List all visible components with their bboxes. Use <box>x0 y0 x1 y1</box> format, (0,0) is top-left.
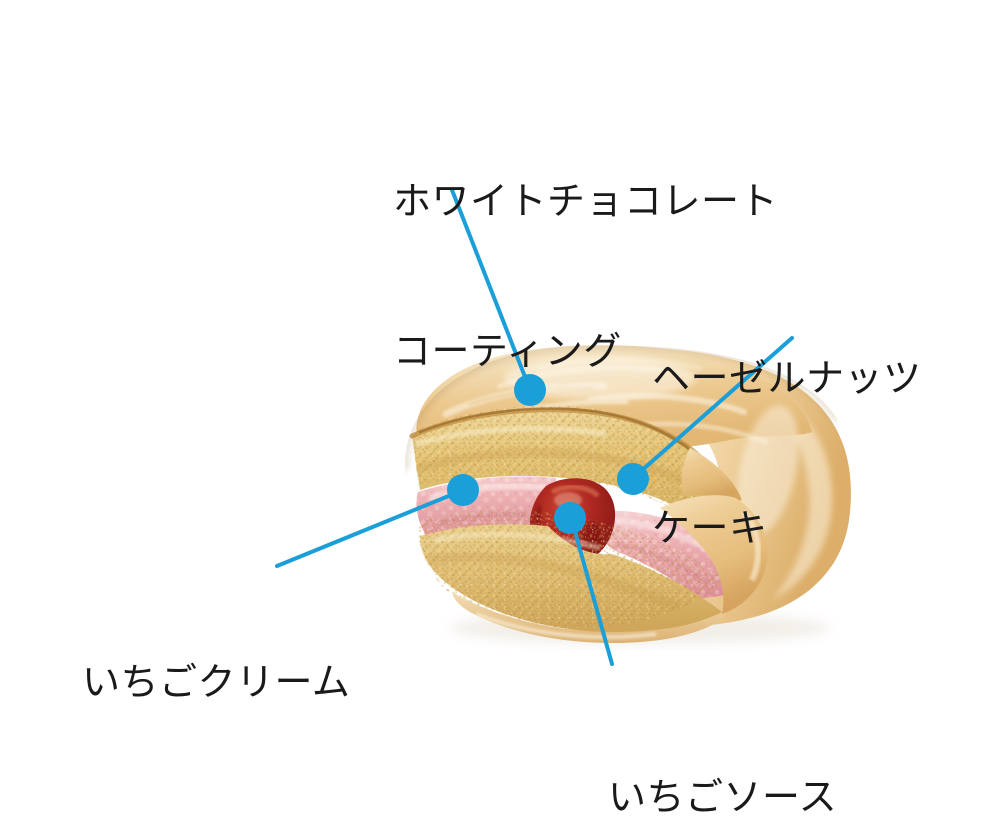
hotspot-strawberry-cream[interactable] <box>448 475 478 505</box>
leader-line-hazelnut-cake <box>638 336 794 474</box>
leader-line-white-chocolate-coating <box>450 188 529 384</box>
product-edge-shading <box>404 345 842 471</box>
callout-label-line-2: コーティング <box>393 329 622 373</box>
callout-label-line-1: いちごソース <box>608 775 838 819</box>
cake-layer-bottom <box>418 509 728 644</box>
callout-label-line-1: ホワイトチョコレート <box>393 179 779 223</box>
callout-label-white-chocolate-coating: ホワイトチョコレート コーティング <box>393 76 778 476</box>
hotspot-hazelnut-cake[interactable] <box>618 464 648 494</box>
callout-label-strawberry-sauce: いちごソース <box>608 672 837 819</box>
callout-dots <box>447 374 649 534</box>
callout-dot-hazelnut-cake[interactable] <box>617 463 649 495</box>
hotspot-strawberry-sauce[interactable] <box>555 503 585 533</box>
leader-lines <box>275 188 794 666</box>
callout-label-strawberry-cream: いちごクリーム <box>82 557 350 807</box>
hotspot-white-chocolate-coating[interactable] <box>515 375 545 405</box>
callout-dot-white-chocolate-coating[interactable] <box>514 374 546 406</box>
callout-dot-strawberry-cream[interactable] <box>447 474 479 506</box>
callout-dot-strawberry-sauce[interactable] <box>554 502 586 534</box>
coating-cut-edge-lip <box>660 448 768 614</box>
leader-line-strawberry-cream <box>275 491 458 568</box>
callout-label-line-1: ヘーゼルナッツ <box>652 356 922 400</box>
callout-label-line-1: いちごクリーム <box>82 660 351 704</box>
callout-label-line-2: ケーキ <box>652 506 768 550</box>
callout-label-hazelnut-cake: ヘーゼルナッツ ケーキ <box>652 253 922 653</box>
leader-line-strawberry-sauce <box>572 526 614 666</box>
